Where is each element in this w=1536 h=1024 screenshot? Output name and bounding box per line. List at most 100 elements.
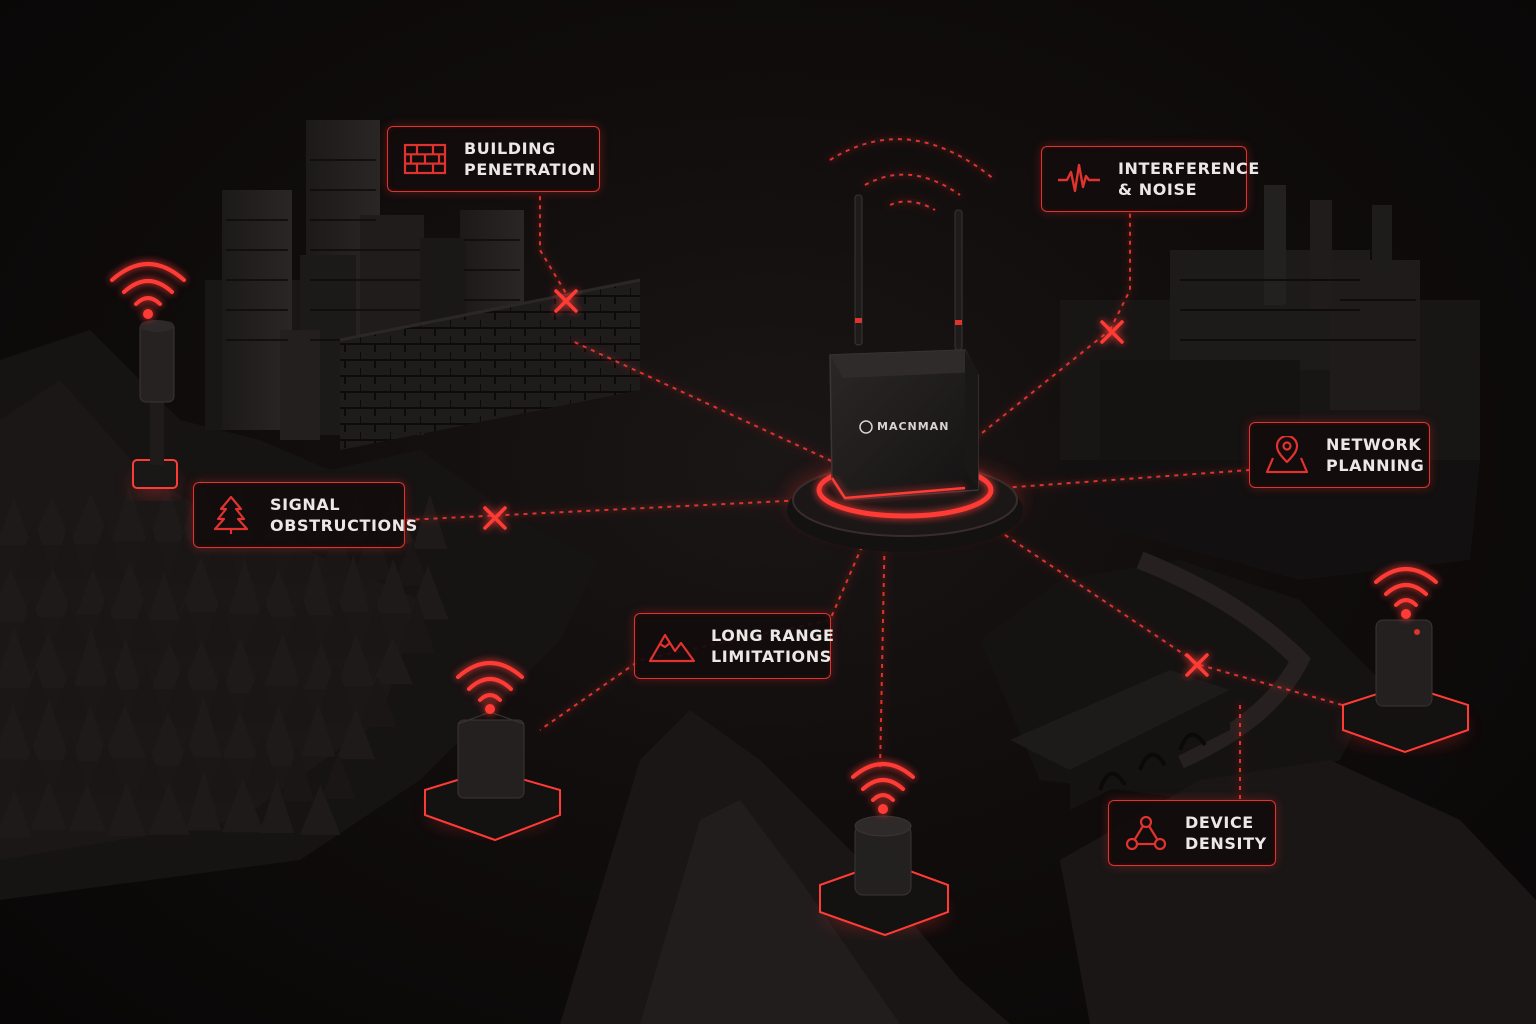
forest-tree — [107, 781, 146, 837]
forest-tree — [186, 770, 222, 831]
forest-tree — [85, 741, 126, 796]
forest-tree — [74, 627, 109, 686]
brand-name: MACNMAN — [877, 420, 950, 433]
forest-tree — [85, 521, 126, 581]
label-line-1: LONG RANGE — [711, 626, 835, 645]
router-device — [787, 194, 1023, 552]
forest-tree — [320, 752, 356, 800]
forest-tree — [70, 492, 112, 545]
label-text: DEVICE DENSITY — [1185, 812, 1267, 854]
forest-tree — [111, 485, 147, 541]
label-text: LONG RANGE LIMITATIONS — [711, 625, 834, 667]
forest-tree — [315, 659, 356, 722]
forest-tree — [203, 669, 241, 730]
forest-tree — [336, 633, 375, 687]
forest-tree — [336, 554, 370, 613]
forest-tree — [76, 568, 111, 615]
forest-tree — [359, 602, 393, 657]
forest-tree — [0, 789, 33, 838]
city-buildings — [205, 120, 641, 450]
label-line-1: NETWORK — [1326, 435, 1422, 454]
forest-tree — [228, 558, 262, 614]
forest-tree — [13, 520, 54, 581]
label-text: INTERFERENCE & NOISE — [1118, 158, 1260, 200]
forest-tree — [54, 734, 88, 793]
forest-tree — [281, 597, 323, 653]
forest-tree — [0, 626, 35, 689]
forest-tree — [299, 785, 341, 835]
forest-tree — [47, 604, 91, 652]
forest-tree — [14, 746, 52, 793]
forest-tree — [87, 599, 124, 649]
forest-tree — [51, 524, 85, 579]
forest-tree — [185, 694, 222, 757]
forest-tree — [237, 522, 281, 584]
forest-tree — [181, 640, 222, 691]
label-line-2: DENSITY — [1185, 834, 1267, 853]
forest-tree — [108, 561, 151, 619]
forest-tree — [165, 530, 204, 585]
router-brand-logo: MACNMAN — [877, 420, 949, 433]
label-interference-noise: INTERFERENCE & NOISE — [1041, 146, 1259, 212]
forest-tree — [317, 601, 362, 658]
forest-tree — [374, 558, 412, 614]
forest-tree — [281, 678, 318, 730]
label-line-2: LIMITATIONS — [711, 647, 832, 666]
forest-tree — [357, 676, 397, 728]
forest-tree — [204, 518, 238, 579]
forest-tree — [148, 485, 187, 542]
forest-tree — [166, 601, 204, 658]
forest-tree — [392, 539, 430, 586]
forest-tree — [221, 711, 259, 759]
forest-tree — [134, 751, 167, 801]
brick-wall-icon — [402, 139, 448, 179]
forest-tree — [94, 664, 130, 721]
wifi-icon — [456, 661, 524, 714]
forest-tree — [18, 667, 54, 722]
label-long-range-limitations: LONG RANGE LIMITATIONS — [634, 613, 834, 679]
forest-tree — [161, 664, 205, 727]
tree-icon — [208, 495, 254, 535]
forest-tree — [222, 636, 259, 694]
forest-tree — [11, 598, 52, 658]
forest-tree — [319, 524, 356, 577]
label-line-2: PENETRATION — [464, 160, 596, 179]
factory — [1060, 185, 1480, 580]
wifi-icon — [851, 762, 915, 814]
forest-tree — [131, 525, 170, 580]
forest-tree — [0, 497, 32, 546]
forest-tree — [301, 702, 336, 757]
forest-tree — [124, 600, 162, 655]
label-building-penetration: BUILDING PENETRATION — [387, 126, 600, 192]
forest-tree — [372, 637, 414, 685]
label-line-1: INTERFERENCE — [1118, 159, 1260, 178]
mountain-icon — [649, 626, 695, 666]
network-nodes-icon — [1123, 813, 1169, 853]
forest-tree — [352, 521, 394, 580]
forest-tree — [146, 711, 190, 766]
forest-tree — [147, 571, 181, 621]
forest-tree — [31, 568, 74, 617]
device-cube-right — [1342, 619, 1469, 754]
failure-markers — [483, 289, 1209, 677]
forest-tree — [259, 779, 295, 833]
forest — [0, 477, 449, 838]
x-marker-bridge — [1185, 653, 1209, 677]
map-pin-icon — [1264, 435, 1310, 475]
label-line-2: & NOISE — [1118, 180, 1198, 199]
wifi-icon — [110, 262, 186, 319]
forest-tree — [299, 554, 333, 615]
label-text: NETWORK PLANNING — [1326, 434, 1424, 476]
signal-pulse-icon — [1056, 159, 1102, 199]
x-marker-obstructions — [483, 506, 507, 530]
forest-tree — [264, 633, 302, 686]
forest-tree — [179, 556, 222, 613]
forest-tree — [259, 705, 299, 766]
forest-tree — [243, 735, 281, 793]
device-pole — [132, 320, 178, 493]
forest-tree — [237, 673, 279, 723]
forest-tree — [260, 569, 297, 617]
forest-tree — [148, 782, 190, 835]
forest-tree — [30, 497, 73, 546]
